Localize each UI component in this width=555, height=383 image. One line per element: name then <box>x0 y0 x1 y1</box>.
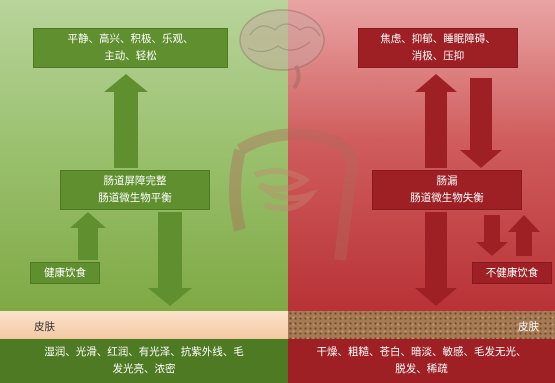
unhealthy-diet-box: 不健康饮食 <box>472 262 552 284</box>
unhealthy-skin-effects-line-2: 脱发、稀疏 <box>395 363 448 375</box>
healthy-skin-label: 皮肤 <box>34 321 55 333</box>
healthy-skin-effects-line-2: 发光亮、浓密 <box>112 363 176 375</box>
arrow-down-icon <box>476 215 508 256</box>
unhealthy-diet-label: 不健康饮食 <box>485 266 539 279</box>
healthy-skin-effects-bar <box>0 339 288 383</box>
arrow-down-icon <box>415 212 457 306</box>
unhealthy-skin-effects-line-1: 干燥、粗糙、苍白、暗淡、敏感、毛发无光、 <box>316 346 527 358</box>
positive-emotions-line-1: 平静、高兴、积极、乐观、 <box>67 33 194 45</box>
unhealthy-skin-effects: 干燥、粗糙、苍白、暗淡、敏感、毛发无光、 脱发、稀疏 <box>288 344 555 378</box>
arrow-down-icon <box>148 212 192 306</box>
unhealthy-skin-layer <box>288 311 555 339</box>
negative-emotions-line-2: 消极、压抑 <box>411 50 465 62</box>
arrow-up-icon <box>415 74 457 168</box>
arrow-up-icon <box>70 212 106 260</box>
positive-emotions-line-2: 主动、轻松 <box>104 50 157 62</box>
intestine-icon <box>229 128 359 261</box>
arrow-up-icon <box>508 215 540 256</box>
arrow-up-icon <box>104 74 148 168</box>
arrow-layer <box>70 74 540 306</box>
unhealthy-skin-effects-bar <box>288 339 555 383</box>
healthy-skin-effects: 湿润、光滑、红润、有光泽、抗紫外线、毛 发光亮、浓密 <box>0 344 288 378</box>
healthy-skin-effects-line-1: 湿润、光滑、红润、有光泽、抗紫外线、毛 <box>44 346 244 358</box>
healthy-gut-line-2: 肠道微生物平衡 <box>98 192 172 204</box>
leaky-gut-line-2: 肠道微生物失衡 <box>410 192 484 204</box>
negative-emotions-box: 焦虑、抑郁、睡眠障碍、 消极、压抑 <box>358 28 518 68</box>
brain-icon <box>239 9 325 90</box>
healthy-diet-label: 健康饮食 <box>44 266 86 279</box>
positive-emotions-box: 平静、高兴、积极、乐观、 主动、轻松 <box>33 28 228 68</box>
leaky-gut-box: 肠漏 肠道微生物失衡 <box>372 170 522 210</box>
leaky-gut-line-1: 肠漏 <box>436 175 458 187</box>
healthy-skin-layer <box>0 311 288 339</box>
healthy-gut-line-1: 肠道屏障完整 <box>103 175 167 187</box>
healthy-diet-box: 健康饮食 <box>30 262 100 284</box>
healthy-gut-box: 肠道屏障完整 肠道微生物平衡 <box>60 170 210 210</box>
unhealthy-skin-label: 皮肤 <box>518 321 539 333</box>
organ-illustrations <box>229 9 359 261</box>
arrow-down-icon <box>460 78 502 168</box>
negative-emotions-line-1: 焦虑、抑郁、睡眠障碍、 <box>380 33 496 45</box>
